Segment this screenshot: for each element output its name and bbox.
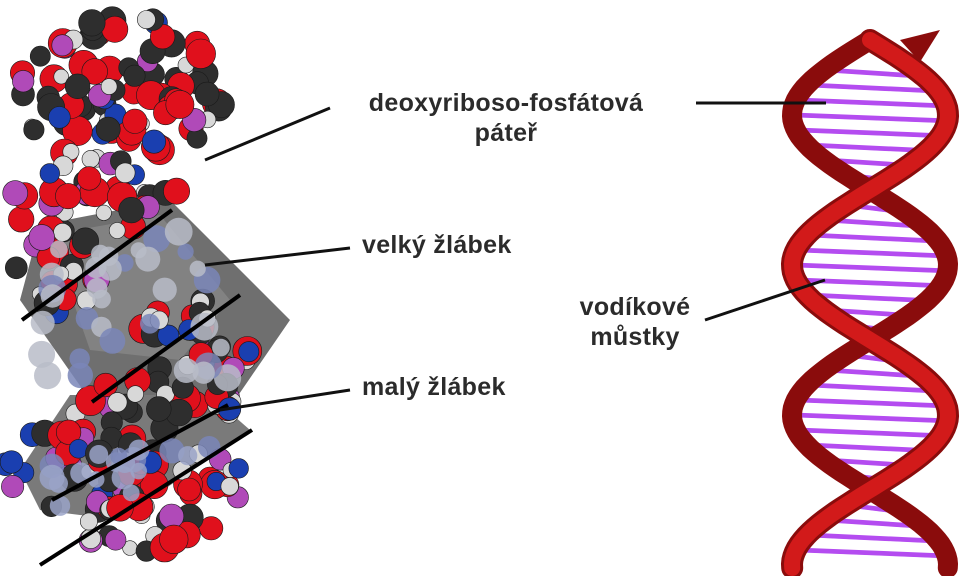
base-pair-rung	[796, 550, 944, 556]
ribbon-double-helix-model	[792, 30, 948, 568]
hydrogen-atom	[221, 478, 239, 496]
base-atom	[165, 218, 193, 246]
hydrogen-bonds-label-line2: můstky	[560, 322, 710, 352]
hydrogen-atom	[127, 386, 144, 403]
base-atom	[40, 465, 65, 490]
hydrogen-bonds-label-line1: vodíkové	[560, 292, 710, 322]
minor-groove-label: malý žlábek	[362, 372, 506, 402]
carbon-atom	[24, 120, 44, 140]
nitrogen-atom	[69, 439, 88, 458]
base-atom	[87, 278, 108, 299]
base-atom	[31, 311, 55, 335]
carbon-atom	[65, 74, 90, 99]
hydrogen-atom	[137, 11, 155, 29]
phosphorus-atom	[159, 504, 184, 529]
base-atom	[178, 244, 194, 260]
oxygen-atom	[166, 90, 194, 118]
oxygen-atom	[102, 16, 128, 42]
hydrogen-atom	[108, 393, 127, 412]
hydrogen-atom	[82, 150, 99, 167]
nitrogen-atom	[0, 451, 23, 474]
nitrogen-atom	[49, 107, 71, 129]
base-pair-rung	[807, 235, 933, 241]
base-pair-rung	[807, 385, 933, 391]
backbone-label: deoxyriboso-fosfátová páteř	[336, 88, 676, 148]
oxygen-atom	[77, 167, 101, 191]
base-pair-rung	[796, 130, 944, 136]
base-atom	[50, 240, 68, 258]
base-atom	[174, 358, 199, 383]
major-groove-label: velký žlábek	[362, 230, 512, 260]
phosphorus-atom	[105, 529, 126, 550]
space-filling-dna-model	[0, 7, 290, 565]
base-atom	[135, 247, 160, 272]
base-atom	[100, 328, 126, 354]
phosphorus-atom	[3, 181, 28, 206]
nitrogen-atom	[229, 459, 249, 479]
oxygen-atom	[160, 525, 189, 554]
hydrogen-atom	[109, 223, 125, 239]
hydrogen-atom	[115, 163, 135, 183]
backbone-label-line1: deoxyriboso-fosfátová	[336, 88, 676, 118]
base-atom	[70, 348, 90, 368]
carbon-atom	[96, 117, 120, 141]
carbon-atom	[79, 9, 106, 36]
base-atom	[89, 445, 108, 464]
carbon-atom	[30, 46, 50, 66]
hydrogen-bonds-label: vodíkové můstky	[560, 292, 710, 352]
base-atom	[34, 362, 61, 389]
leader-line	[205, 248, 350, 265]
hydrogen-atom	[101, 79, 117, 95]
base-atom	[212, 339, 230, 357]
oxygen-atom	[8, 207, 34, 233]
phosphorus-atom	[1, 475, 23, 497]
base-atom	[178, 446, 197, 465]
nitrogen-atom	[239, 342, 259, 362]
hydrogen-atom	[54, 223, 72, 241]
phosphorus-atom	[52, 35, 73, 56]
oxygen-atom	[186, 39, 216, 69]
carbon-atom	[195, 82, 219, 106]
oxygen-atom	[55, 183, 80, 208]
base-atom	[153, 278, 177, 302]
phosphorus-atom	[12, 70, 34, 92]
base-pair-rung	[796, 430, 944, 436]
carbon-atom	[146, 397, 171, 422]
oxygen-atom	[123, 109, 147, 133]
nitrogen-atom	[40, 164, 60, 184]
base-pair-rung	[807, 85, 933, 91]
hydrogen-atom	[80, 513, 97, 530]
oxygen-atom	[178, 478, 201, 501]
base-pair-rung	[792, 265, 948, 271]
nitrogen-atom	[142, 130, 165, 153]
base-pair-rung	[807, 535, 933, 541]
oxygen-atom	[164, 178, 190, 204]
base-atom	[140, 314, 160, 334]
base-pair-rung	[792, 415, 948, 421]
carbon-atom	[119, 197, 145, 223]
hydrogen-atom	[96, 205, 111, 220]
leader-lines	[205, 103, 826, 410]
base-pair-rung	[796, 250, 944, 256]
base-atom	[190, 261, 206, 277]
carbon-atom	[124, 65, 145, 86]
carbon-atom	[5, 257, 27, 279]
base-pair-rung	[796, 400, 944, 406]
backbone-label-line2: páteř	[336, 118, 676, 148]
base-pair-rung	[792, 115, 948, 121]
